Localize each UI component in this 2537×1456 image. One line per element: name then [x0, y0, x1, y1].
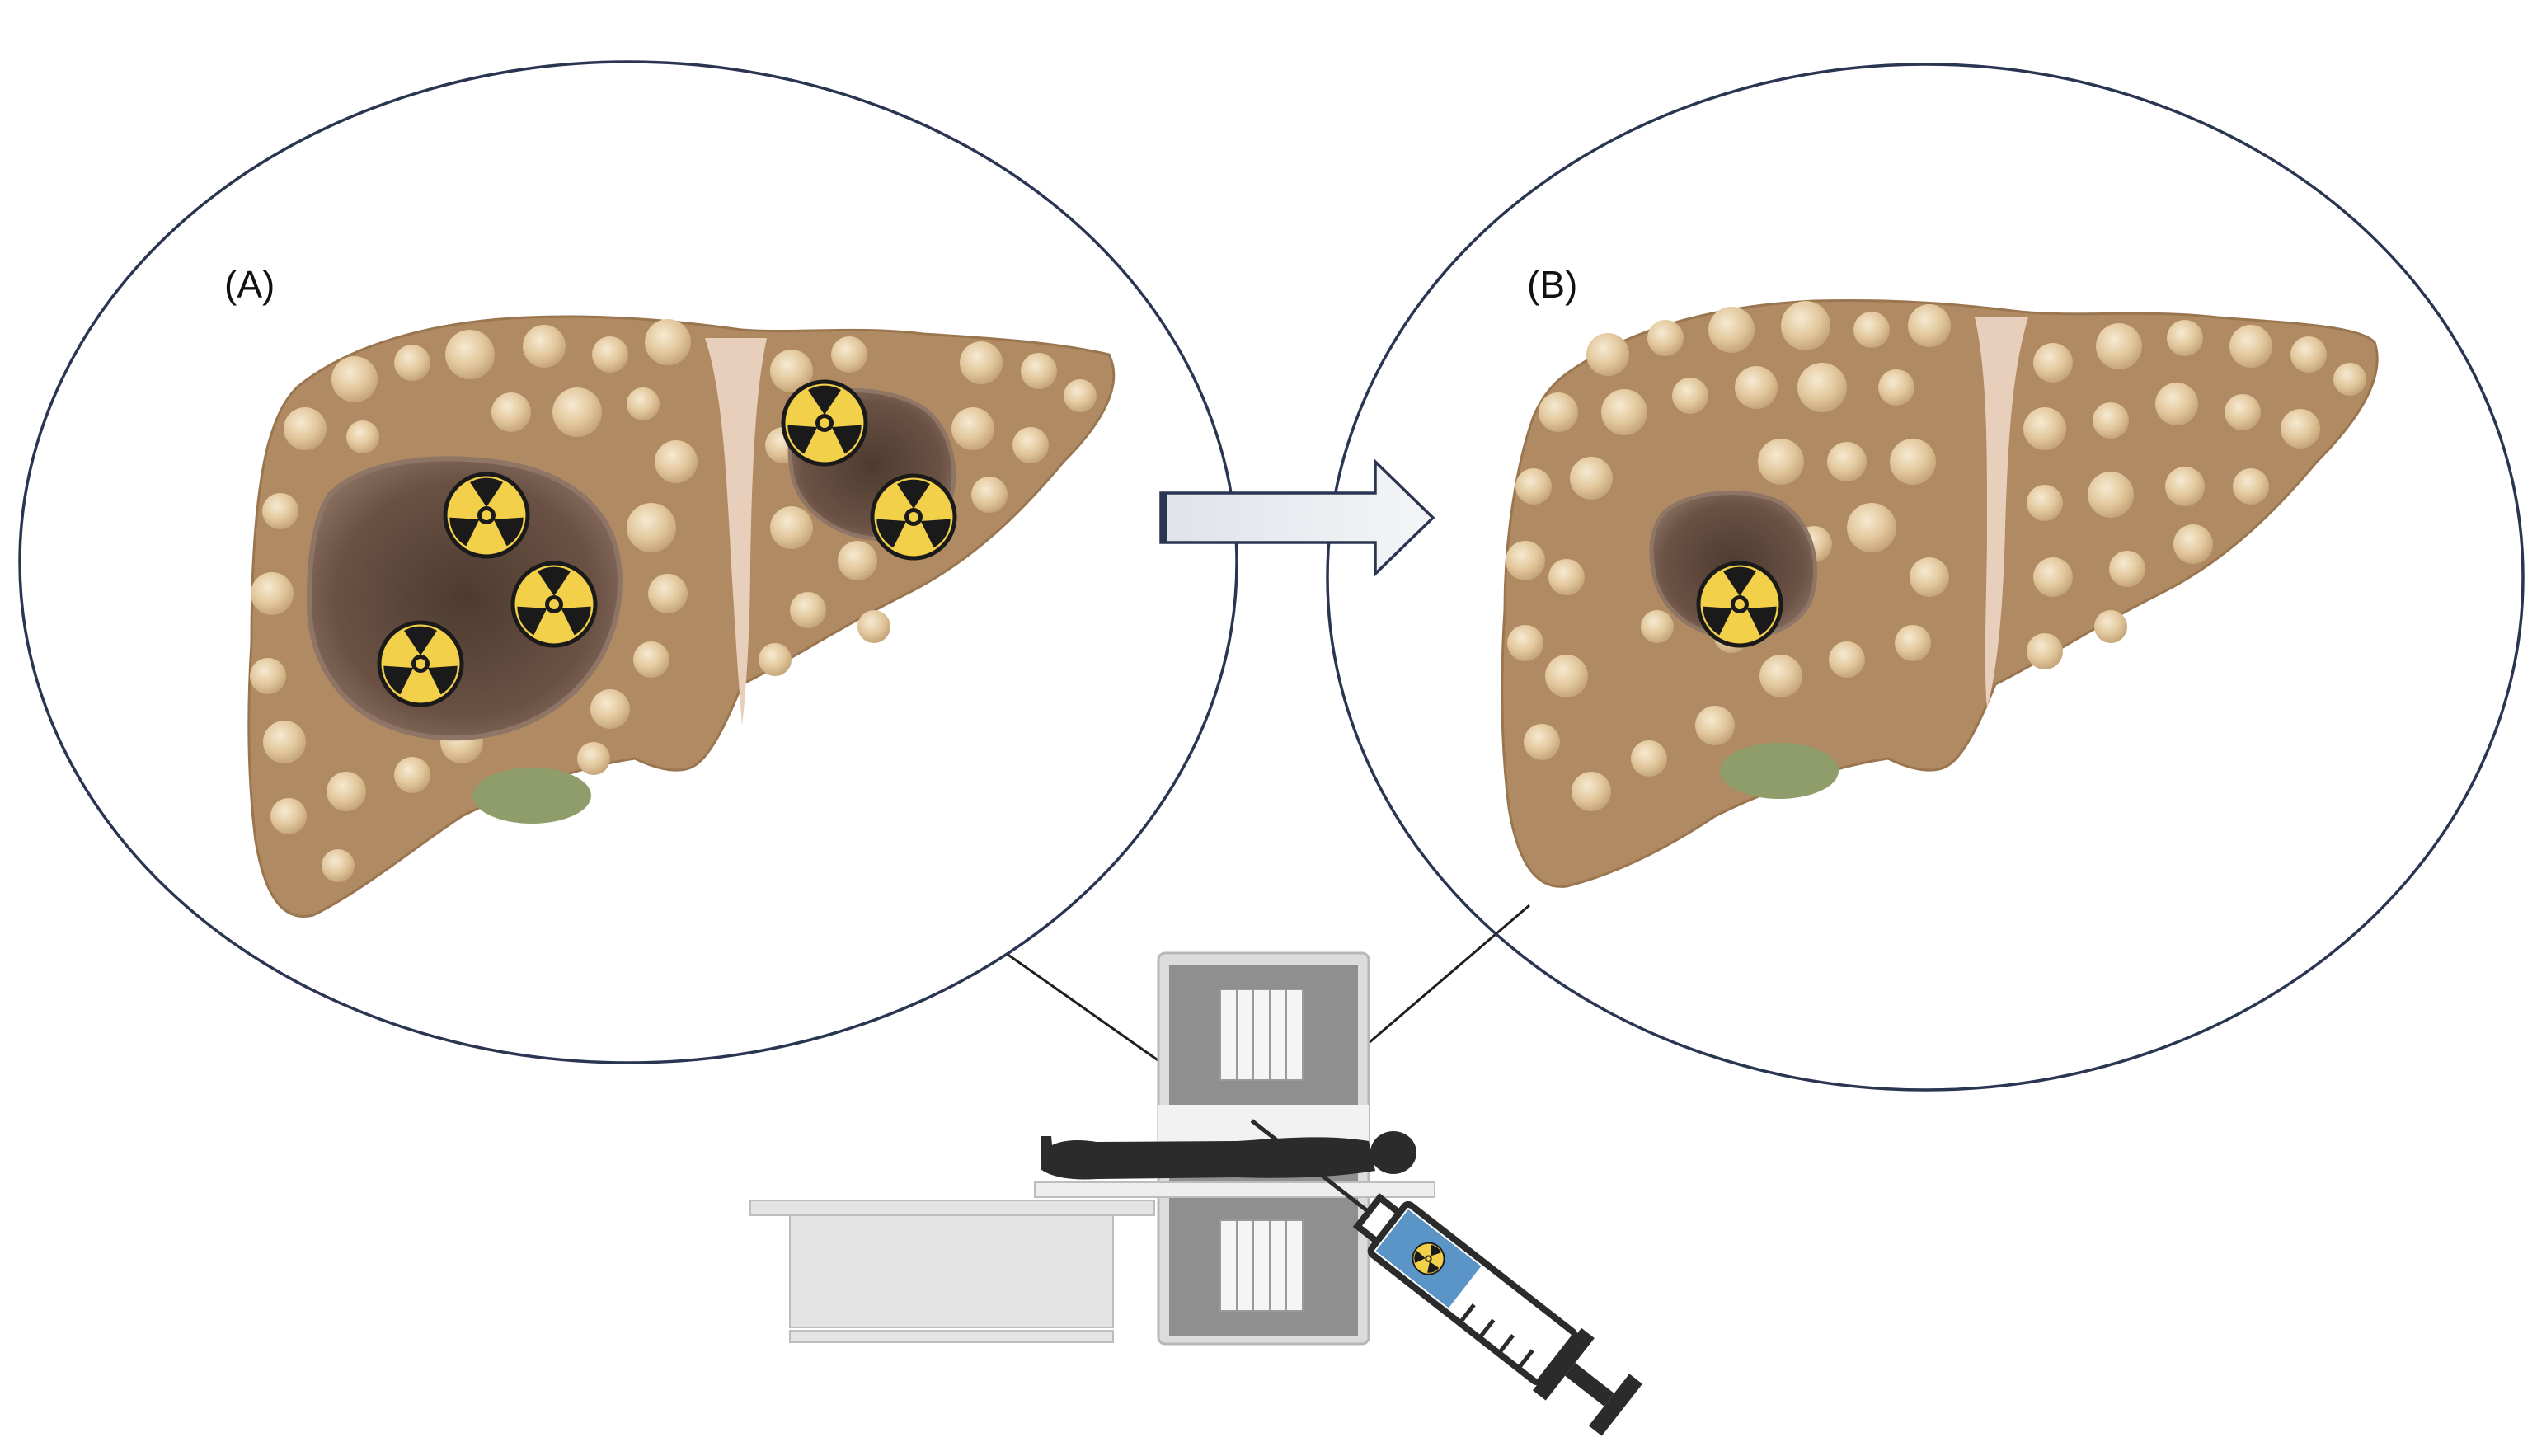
gallbladder-b: [1720, 743, 1839, 799]
radiation-icon: [783, 382, 866, 464]
radiation-icon: [513, 563, 595, 646]
radiation-icon: [379, 622, 462, 705]
syringe-icon: [1250, 1119, 1642, 1436]
patient-icon: [1041, 1131, 1416, 1180]
gallbladder-a: [472, 768, 591, 824]
panel-label-a: (A): [224, 263, 275, 306]
liver-a: [247, 315, 1116, 918]
radiation-icon: [872, 476, 955, 558]
panel-b-ellipse: [1326, 63, 2525, 1092]
arrow-right-icon: [1159, 458, 1435, 578]
panel-label-b: (B): [1527, 263, 1578, 306]
radiation-icon: [445, 474, 528, 557]
liver-b: [1501, 298, 2379, 888]
radiation-icon: [1698, 563, 1781, 646]
